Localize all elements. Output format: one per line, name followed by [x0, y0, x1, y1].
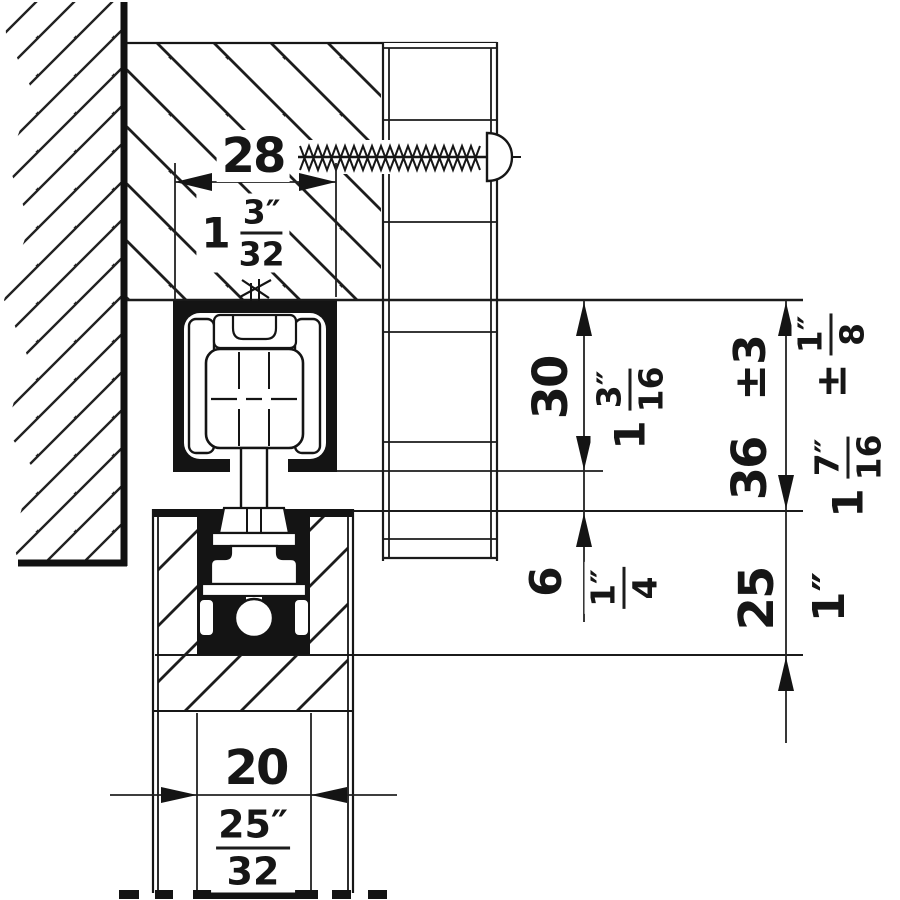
hanger-bolt-nut [217, 506, 291, 535]
label-groove-width-inch: 25″ 32 [211, 803, 295, 893]
door-hatch-area [158, 517, 348, 711]
board-joint-lines [384, 119, 496, 443]
groove-slot-right [293, 598, 310, 637]
label-track-width-mm: 28 [216, 130, 290, 182]
top-clamp [212, 313, 298, 350]
label-height-30-inch: 1 3″ 16 [590, 361, 671, 455]
label-groove-width-mm: 20 [219, 742, 293, 794]
dim-line-30-and-gap [576, 300, 592, 622]
wall-section [4, 2, 128, 567]
guide-plate [210, 531, 298, 548]
label-height-36-inch: 1 7″ 16 [808, 429, 889, 523]
mounting-screw [297, 131, 521, 183]
wall-hatch-area [4, 2, 124, 562]
label-groove-depth-inch: 1″ [804, 566, 855, 628]
label-gap-6-inch: 1″ 4 [584, 562, 665, 614]
dimension-lines [110, 163, 794, 891]
roller-assembly [187, 279, 322, 514]
mounting-board [381, 42, 499, 561]
bottom-guide-assembly [198, 506, 310, 639]
hanger-bolt [239, 446, 269, 514]
label-groove-depth-mm: 25 [729, 562, 785, 636]
label-tolerance-inch: ± 1″ 8 [791, 308, 872, 404]
label-tolerance-mm: ±3 [725, 330, 776, 406]
guide-bar [200, 582, 308, 598]
screw-head [485, 131, 514, 183]
reference-lines [127, 298, 803, 656]
door-inner-faces [157, 517, 349, 893]
groove-slot-left [198, 598, 215, 637]
dim-track-width [174, 163, 337, 300]
dim-groove-width [110, 713, 397, 891]
label-gap-6-mm: 6 [521, 562, 572, 602]
dim-line-36-and-25 [778, 300, 794, 743]
door-outer-faces [151, 509, 355, 893]
label-track-width-inch-fraction: 3″ 32 [238, 192, 285, 274]
label-track-width-inch-whole: 1 [201, 208, 231, 257]
guide-roller [233, 597, 275, 639]
label-height-36-mm: 36 [722, 432, 778, 506]
screw-thread [299, 143, 481, 173]
label-track-width-inch: 1 3″ 32 [196, 192, 290, 274]
label-height-30-mm: 30 [523, 351, 579, 425]
break-line [119, 890, 387, 899]
